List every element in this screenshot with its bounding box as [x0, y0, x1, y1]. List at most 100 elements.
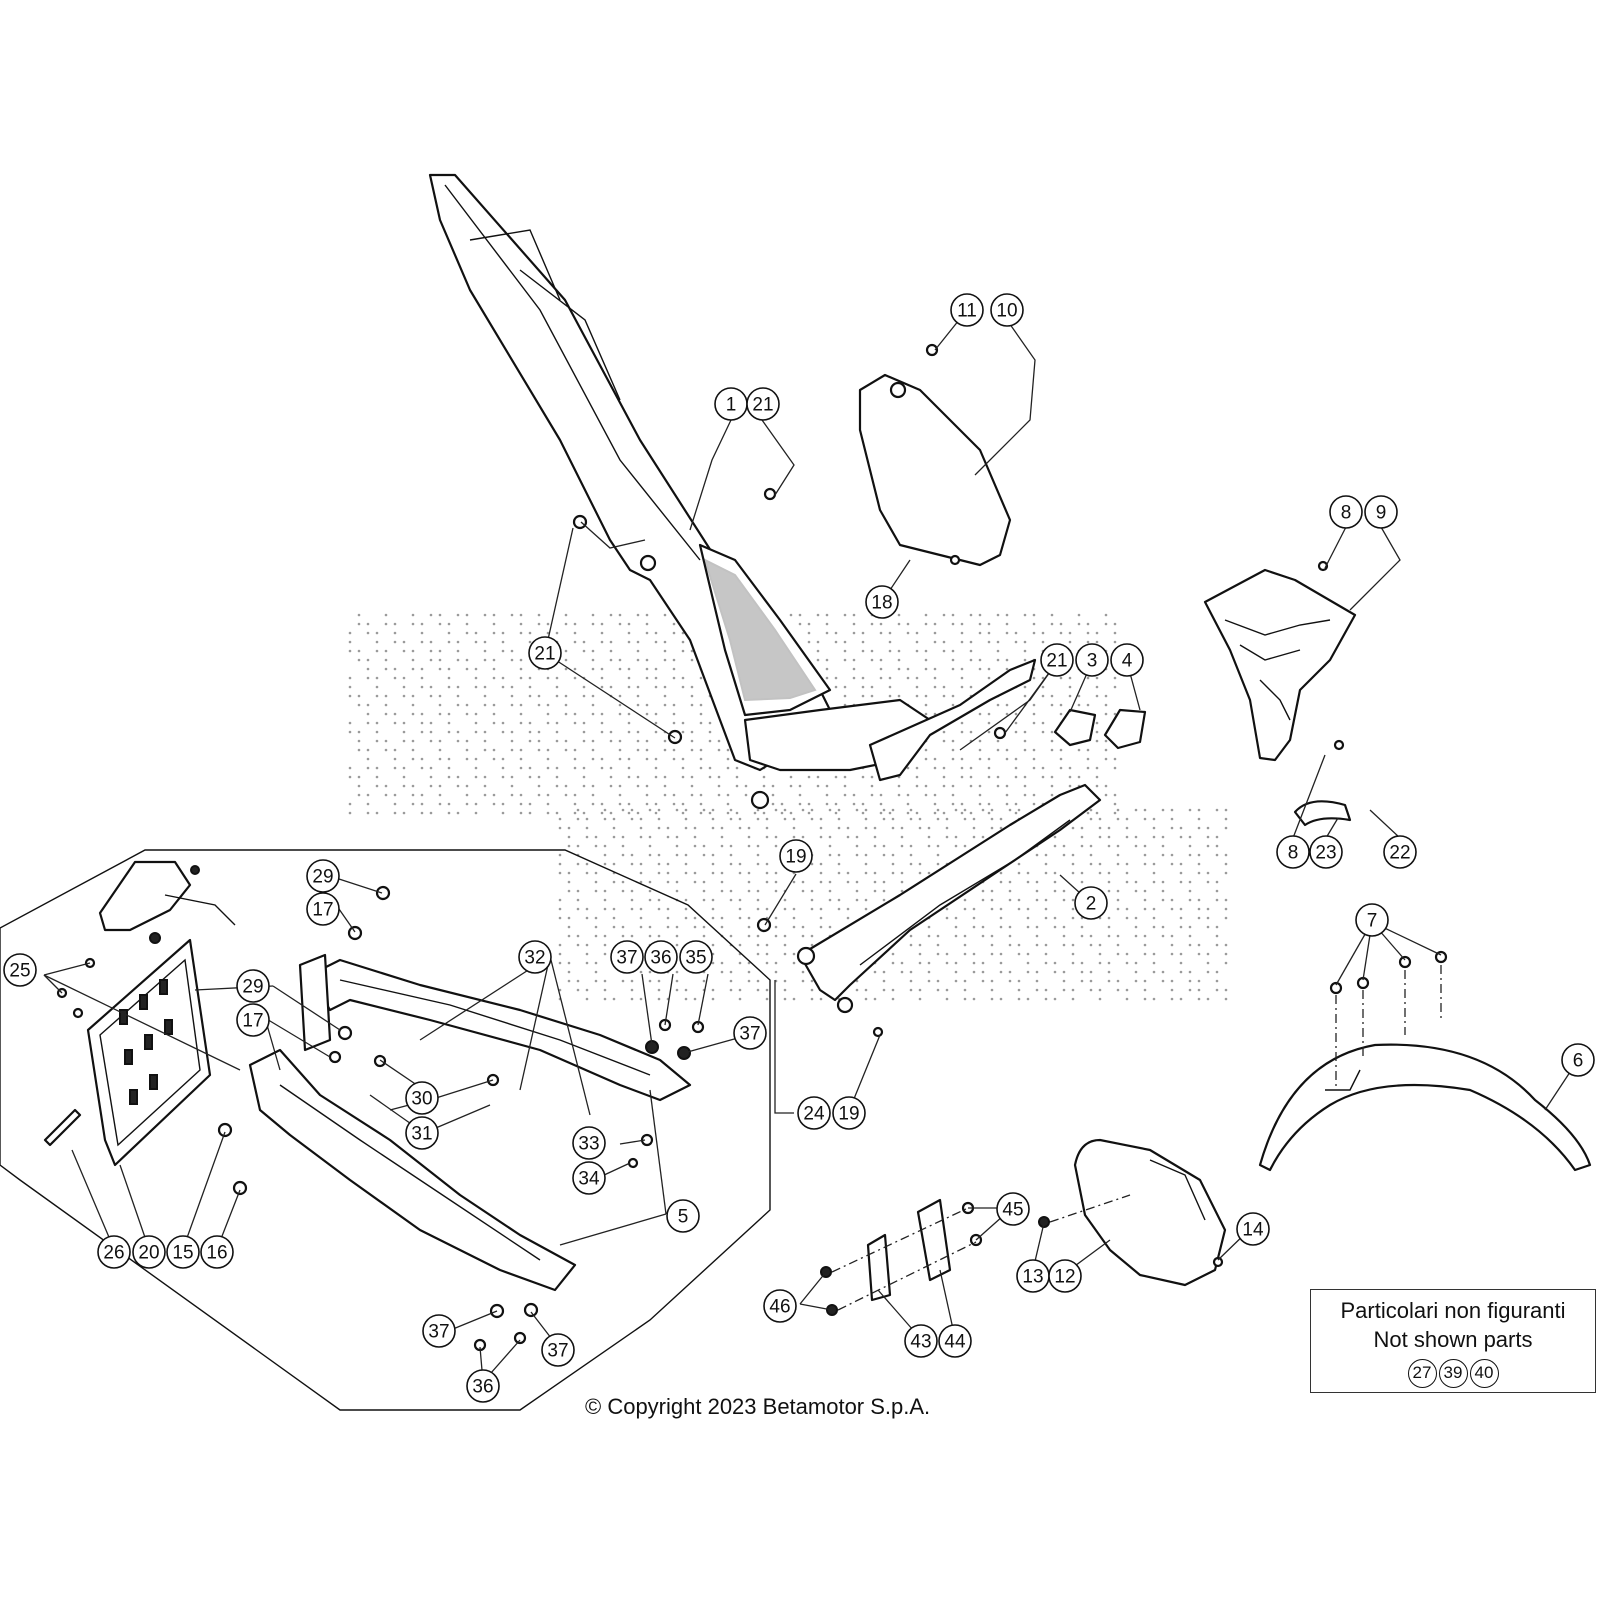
callout-circle	[541, 1333, 575, 1367]
callout-8: 8	[1329, 495, 1363, 529]
callout-22: 22	[1383, 835, 1417, 869]
callout-number: 20	[138, 1243, 159, 1264]
callout-circle	[832, 1096, 866, 1130]
callout-15: 15	[166, 1235, 200, 1269]
callout-number: 36	[472, 1377, 493, 1398]
callout-circle	[1276, 835, 1310, 869]
callout-number: 36	[650, 948, 671, 969]
callout-2: 2	[1074, 886, 1108, 920]
callout-circle	[1561, 1043, 1595, 1077]
not-shown-refs: 27 39 40	[1311, 1359, 1595, 1388]
callout-number: 21	[534, 644, 555, 665]
callout-circle	[306, 859, 340, 893]
callout-number: 16	[206, 1243, 227, 1264]
callout-20: 20	[132, 1235, 166, 1269]
not-shown-title-it: Particolari non figuranti	[1340, 1298, 1566, 1323]
callout-circle	[1075, 643, 1109, 677]
lower-frame-part-2	[796, 783, 1102, 1014]
tail-light-part	[98, 860, 192, 932]
callout-number: 21	[1046, 651, 1067, 672]
callout-circle	[166, 1235, 200, 1269]
callout-7: 7	[1355, 903, 1389, 937]
callout-number: 37	[547, 1341, 568, 1362]
callout-3: 3	[1075, 643, 1109, 677]
callout-29: 29	[236, 969, 270, 1003]
callout-number: 11	[957, 301, 977, 322]
callout-31: 31	[405, 1116, 439, 1150]
callout-number: 10	[996, 301, 1017, 322]
callout-circle	[572, 1126, 606, 1160]
callout-circle	[938, 1324, 972, 1358]
callout-30: 30	[405, 1081, 439, 1115]
callout-number: 29	[242, 977, 263, 998]
callout-circle	[797, 1096, 831, 1130]
assembly-dash-lines	[831, 965, 1442, 1311]
not-shown-ref: 39	[1438, 1359, 1468, 1388]
front-fender-part	[1258, 1043, 1592, 1172]
callout-circle	[1236, 1212, 1270, 1246]
callout-5: 5	[666, 1199, 700, 1233]
callout-36: 36	[466, 1369, 500, 1403]
callout-number: 5	[678, 1207, 689, 1228]
callout-number: 46	[769, 1297, 790, 1318]
callout-21: 21	[1040, 643, 1074, 677]
callout-number: 21	[752, 395, 773, 416]
callout-circle	[1040, 643, 1074, 677]
side-strip-part	[868, 658, 1037, 782]
not-shown-parts-box: Particolari non figuranti Not shown part…	[1310, 1289, 1596, 1393]
callout-circle	[763, 1289, 797, 1323]
callout-33: 33	[572, 1126, 606, 1160]
callout-circle	[1110, 643, 1144, 677]
callout-circle	[904, 1324, 938, 1358]
callout-circle	[666, 1199, 700, 1233]
callout-circle	[405, 1081, 439, 1115]
callout-29: 29	[306, 859, 340, 893]
callout-number: 37	[428, 1322, 449, 1343]
callout-11: 11	[950, 293, 984, 327]
callout-circle	[996, 1192, 1030, 1226]
callout-circle	[132, 1235, 166, 1269]
pad-3-part	[1053, 708, 1097, 747]
subframe-group-outline	[0, 849, 771, 1411]
not-shown-ref: 40	[1469, 1359, 1499, 1388]
callout-number: 8	[1341, 503, 1352, 524]
callout-36: 36	[644, 940, 678, 974]
bracket-43-part	[866, 1233, 892, 1302]
callout-number: 12	[1054, 1267, 1075, 1288]
callout-37: 37	[733, 1016, 767, 1050]
callout-circle	[97, 1235, 131, 1269]
callout-circle	[779, 839, 813, 873]
clamp-part	[1293, 800, 1352, 827]
callout-16: 16	[200, 1235, 234, 1269]
callout-23: 23	[1309, 835, 1343, 869]
callout-34: 34	[572, 1161, 606, 1195]
disc-guard-part	[1073, 1138, 1227, 1287]
callout-number: 6	[1573, 1051, 1584, 1072]
callout-number: 17	[242, 1011, 263, 1032]
callout-46: 46	[763, 1289, 797, 1323]
callout-21: 21	[528, 636, 562, 670]
callout-number: 45	[1002, 1200, 1023, 1221]
callout-circle	[865, 585, 899, 619]
callout-circle	[1364, 495, 1398, 529]
callout-12: 12	[1048, 1259, 1082, 1293]
callout-number: 33	[578, 1134, 599, 1155]
leader-lines	[43, 309, 1579, 1383]
callout-number: 34	[578, 1169, 600, 1190]
callout-8: 8	[1276, 835, 1310, 869]
not-shown-title-en: Not shown parts	[1373, 1327, 1533, 1352]
callout-number: 24	[803, 1104, 825, 1125]
callout-number: 15	[172, 1243, 193, 1264]
callout-24: 24	[797, 1096, 831, 1130]
callout-number: 17	[312, 900, 333, 921]
rear-fender-part	[428, 173, 932, 810]
pad-4-part	[1103, 708, 1147, 750]
callout-number: 22	[1389, 843, 1410, 864]
reflector-strip	[43, 1108, 82, 1147]
callout-circle	[610, 940, 644, 974]
callout-number: 31	[411, 1124, 432, 1145]
callout-35: 35	[679, 940, 713, 974]
callout-number: 30	[411, 1089, 432, 1110]
